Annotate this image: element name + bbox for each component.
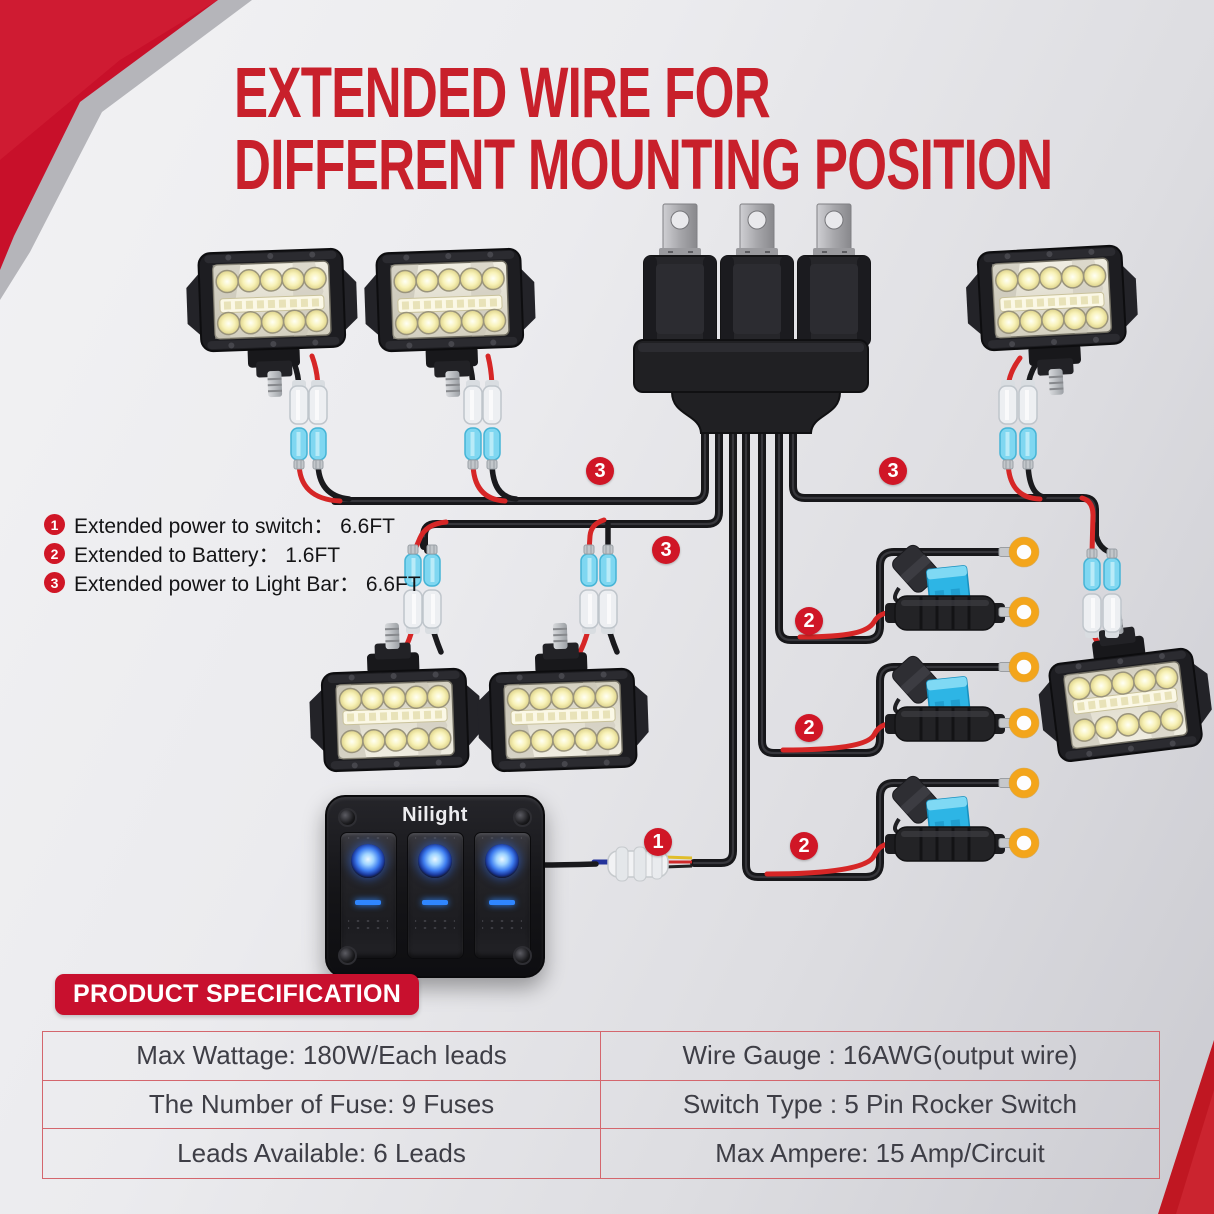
screw-hole bbox=[338, 946, 357, 965]
wire-length-legend: 1 Extended power to switch： 6.6FT 2 Exte… bbox=[44, 510, 421, 597]
brand-logo: Nilight bbox=[402, 804, 468, 826]
wire-badge-3-mid: 3 bbox=[652, 536, 680, 564]
wire-badge-2-top: 2 bbox=[795, 607, 823, 635]
legend-number-badge: 2 bbox=[44, 543, 65, 564]
pin-marks bbox=[482, 926, 522, 930]
rocker-switch-panel: Nilight bbox=[325, 795, 545, 978]
spec-cell-max-wattage: Max Wattage: 180W/Each leads bbox=[43, 1032, 601, 1081]
wire-run-lightbar-right bbox=[793, 418, 1095, 535]
relay-block bbox=[633, 203, 871, 434]
legend-number-badge: 3 bbox=[44, 572, 65, 593]
connector-pair bbox=[1018, 379, 1038, 470]
switch-wire-yellow bbox=[663, 855, 693, 860]
wire-badge-3-left: 3 bbox=[586, 457, 614, 485]
spec-cell-max-ampere: Max Ampere: 15 Amp/Circuit bbox=[715, 1138, 1045, 1169]
title-line-2: DIFFERENT MOUNTING POSITION bbox=[234, 126, 1053, 205]
wire-badge-3-right: 3 bbox=[879, 457, 907, 485]
pin-marks bbox=[348, 836, 388, 840]
blue-label-bar bbox=[422, 900, 448, 905]
wire-badge-2-mid: 2 bbox=[795, 714, 823, 742]
spec-cell-wire-gauge: Wire Gauge : 16AWG(output wire) bbox=[601, 1032, 1159, 1081]
screw-hole bbox=[513, 808, 532, 827]
connector-pair bbox=[463, 379, 483, 470]
ring-terminal bbox=[999, 768, 1039, 798]
legend-item: 3 Extended power to Light Bar： 6.6FT bbox=[44, 568, 421, 597]
spec-cell-switch-type: Switch Type : 5 Pin Rocker Switch bbox=[601, 1081, 1159, 1130]
pin-marks bbox=[348, 919, 388, 923]
pin-marks bbox=[482, 836, 522, 840]
corner-red-sheen bbox=[0, 0, 218, 160]
spec-table: Max Wattage: 180W/Each leads Wire Gauge … bbox=[42, 1031, 1160, 1179]
connector-pair bbox=[308, 379, 328, 470]
connector-pair bbox=[1082, 548, 1102, 639]
title-line-1: EXTENDED WIRE FOR bbox=[234, 54, 771, 133]
ring-terminal bbox=[999, 537, 1039, 567]
pin-marks bbox=[348, 926, 388, 930]
legend-text: Extended power to switch： 6.6FT bbox=[74, 514, 395, 538]
page-title: EXTENDED WIRE FOR DIFFERENT MOUNTING POS… bbox=[234, 54, 1053, 205]
wire-badge-1-switch: 1 bbox=[644, 828, 672, 856]
pin-marks bbox=[415, 926, 455, 930]
connector-pair bbox=[289, 379, 309, 470]
ring-terminal bbox=[999, 652, 1039, 682]
led-pod-3 bbox=[964, 245, 1141, 400]
connector-pair bbox=[422, 544, 442, 635]
legend-text: Extended power to Light Bar： 6.6FT bbox=[74, 572, 421, 596]
harness-funnel bbox=[670, 391, 842, 434]
switch-connector bbox=[607, 846, 669, 882]
led-pod-1 bbox=[185, 248, 360, 400]
led-pod-4 bbox=[307, 620, 482, 772]
wire-badge-2-bottom: 2 bbox=[790, 832, 818, 860]
blue-label-bar bbox=[489, 900, 515, 905]
legend-number-badge: 1 bbox=[44, 514, 65, 535]
connector-pair bbox=[998, 379, 1018, 470]
pin-marks bbox=[415, 836, 455, 840]
blue-label-bar bbox=[355, 900, 381, 905]
blue-indicator-light bbox=[485, 844, 519, 878]
spec-cell-fuse-count: The Number of Fuse: 9 Fuses bbox=[43, 1080, 601, 1130]
spec-cell-leads: Leads Available: 6 Leads bbox=[43, 1129, 601, 1178]
legend-item: 1 Extended power to switch： 6.6FT bbox=[44, 510, 421, 539]
ring-terminal bbox=[999, 828, 1039, 858]
screw-hole bbox=[338, 808, 357, 827]
connector-pair bbox=[579, 544, 599, 635]
rocker-switch-2[interactable] bbox=[406, 832, 464, 959]
ring-terminal bbox=[999, 597, 1039, 627]
legend-item: 2 Extended to Battery： 1.6FT bbox=[44, 539, 421, 568]
corner-red-sheen-2 bbox=[1176, 1090, 1214, 1214]
rocker-switch-3[interactable] bbox=[473, 832, 531, 959]
pin-marks bbox=[482, 919, 522, 923]
blue-indicator-light bbox=[418, 844, 452, 878]
ring-terminal bbox=[999, 708, 1039, 738]
legend-text: Extended to Battery： 1.6FT bbox=[74, 543, 341, 567]
led-pod-2 bbox=[363, 248, 538, 400]
rocker-switch-1[interactable] bbox=[339, 832, 397, 959]
screw-hole bbox=[513, 946, 532, 965]
spec-section-header: PRODUCT SPECIFICATION bbox=[55, 974, 420, 1015]
blue-indicator-light bbox=[351, 844, 385, 878]
connector-pair bbox=[1102, 548, 1122, 639]
wire-run-lightbar-left bbox=[335, 418, 705, 501]
pin-marks bbox=[415, 919, 455, 923]
connector-pair bbox=[598, 544, 618, 635]
wire-run-switch bbox=[694, 418, 733, 863]
led-pod-5 bbox=[475, 620, 650, 772]
rocker-switch-row bbox=[327, 832, 543, 959]
connector-pair bbox=[482, 379, 502, 470]
